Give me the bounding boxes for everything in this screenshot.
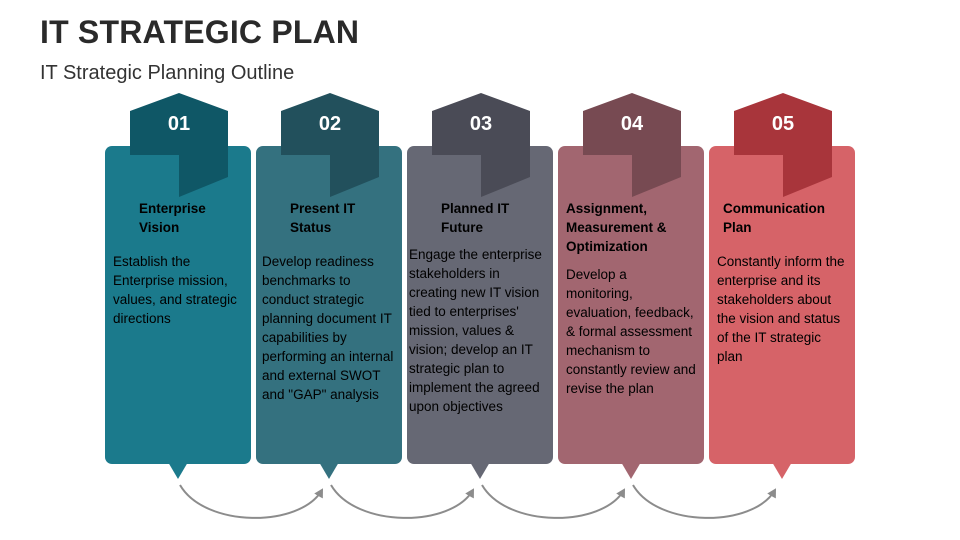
step-heading: Assignment, Measurement & Optimization [566,201,667,254]
card-pointer [772,462,792,479]
card-pointer [621,462,641,479]
hexagon-badge [281,93,379,197]
connector-arrow-4-5 [632,484,777,519]
card-body [407,146,553,464]
step-card-2: 02 Present IT Status Develop readiness b… [256,93,402,483]
hexagon-badge [583,93,681,197]
step-description: Develop readiness benchmarks to conduct … [262,254,394,402]
step-number: 01 [167,113,191,135]
card-pointer [168,462,188,479]
step-description: Constantly inform the enterprise and its… [717,254,845,364]
step-number: 02 [318,113,342,135]
step-card-3: 03 Planned IT Future Engage the enterpri… [407,93,553,483]
hexagon-badge [734,93,832,197]
step-card-1: 01 Enterprise Vision Establish the Enter… [105,93,251,483]
connector-arrow-2-3 [330,484,475,519]
step-description: Engage the enterprise stakeholders in cr… [409,247,542,414]
connector-arrow-3-4 [481,484,626,519]
hexagon-badge [432,93,530,197]
card-body [256,146,402,464]
card-body [558,146,704,464]
step-description: Develop a monitoring, evaluation, feedba… [566,267,696,396]
card-pointer [319,462,339,479]
step-number: 03 [469,113,493,135]
step-heading: Planned IT Future [441,201,510,235]
step-heading: Present IT Status [290,201,356,235]
card-pointer [470,462,490,479]
step-card-5: 05 Communication Plan Constantly inform … [709,93,855,483]
step-heading: Communication Plan [723,201,826,235]
connector-arrow-1-2 [179,484,324,519]
step-number: 04 [620,113,644,135]
step-heading: Enterprise Vision [139,201,206,235]
page-subtitle: IT Strategic Planning Outline [40,62,295,84]
page-title: IT STRATEGIC PLAN [40,14,360,50]
step-card-4: 04 Assignment, Measurement & Optimizatio… [558,93,704,483]
step-number: 05 [771,113,795,135]
card-body [709,146,855,464]
card-body [105,146,251,464]
hexagon-badge [130,93,228,197]
step-description: Establish the Enterprise mission, values… [113,254,237,326]
